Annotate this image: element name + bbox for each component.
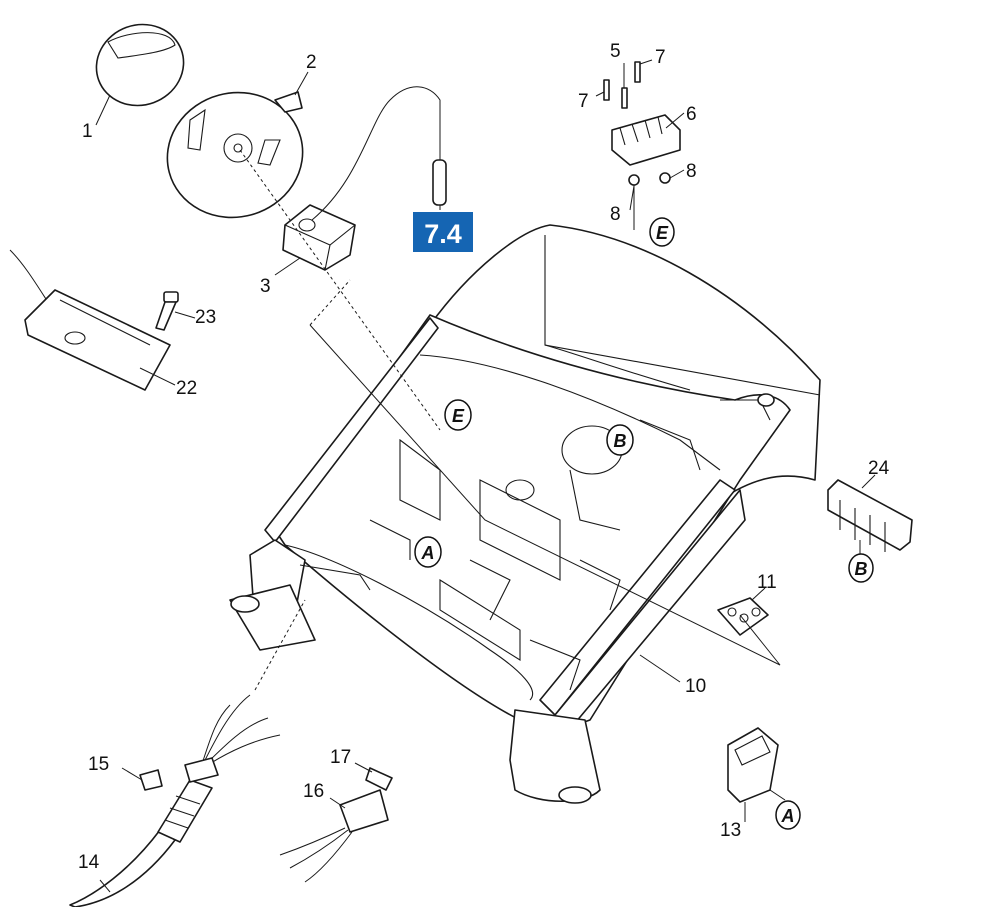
- connector-bubble-b-right: B: [848, 553, 874, 583]
- power-cord-part: [69, 694, 281, 907]
- thermostat-part: [282, 86, 447, 271]
- terminal-part: [365, 767, 393, 791]
- reference-tag: 7.4: [413, 212, 473, 252]
- connector-bubble-e-top: E: [649, 217, 675, 247]
- label-17: 17: [330, 747, 351, 768]
- label-24: 24: [868, 458, 890, 479]
- svg-text:E: E: [452, 406, 465, 426]
- label-10: 10: [685, 676, 706, 697]
- connector-bubble-b-mid: B: [606, 424, 634, 456]
- label-7a: 7: [655, 47, 666, 68]
- dial-plate-part: [166, 91, 304, 219]
- connector-bubble-e-mid: E: [444, 399, 472, 431]
- part-numbers: 1 2 3 5 7 7 6 8 8 23 22 24 11 10 15 17 1…: [78, 41, 890, 873]
- svg-text:E: E: [656, 223, 669, 243]
- label-3: 3: [260, 276, 271, 297]
- label-6: 6: [686, 104, 697, 125]
- label-2: 2: [306, 52, 317, 73]
- connector-block-part: [717, 597, 769, 636]
- label-14: 14: [78, 852, 100, 873]
- capacitor-part: [279, 789, 389, 883]
- sleeve-part: [139, 769, 163, 791]
- leader-lines: [95, 59, 876, 893]
- label-13: 13: [720, 820, 741, 841]
- svg-text:A: A: [781, 806, 795, 826]
- svg-text:B: B: [614, 431, 627, 451]
- label-11: 11: [757, 572, 777, 593]
- contact-block-part: [603, 61, 681, 186]
- label-8a: 8: [686, 161, 697, 182]
- label-16: 16: [303, 781, 324, 802]
- housing-part: [229, 224, 821, 804]
- connector-bubble-a-mid: A: [414, 536, 442, 568]
- label-8b: 8: [610, 204, 621, 225]
- heating-element-part: [9, 249, 171, 391]
- svg-text:A: A: [421, 543, 435, 563]
- label-7b: 7: [578, 91, 589, 112]
- label-15: 15: [88, 754, 109, 775]
- svg-text:B: B: [855, 559, 868, 579]
- label-5: 5: [610, 41, 621, 62]
- label-22: 22: [176, 378, 197, 399]
- label-1: 1: [82, 121, 93, 142]
- connector-bubble-a-switch: A: [775, 800, 801, 830]
- terminal-strip-part: [827, 479, 913, 552]
- label-23: 23: [195, 307, 216, 328]
- knob-part: [95, 23, 185, 107]
- reference-tag-text: 7.4: [424, 219, 462, 249]
- screw-part: [155, 291, 179, 331]
